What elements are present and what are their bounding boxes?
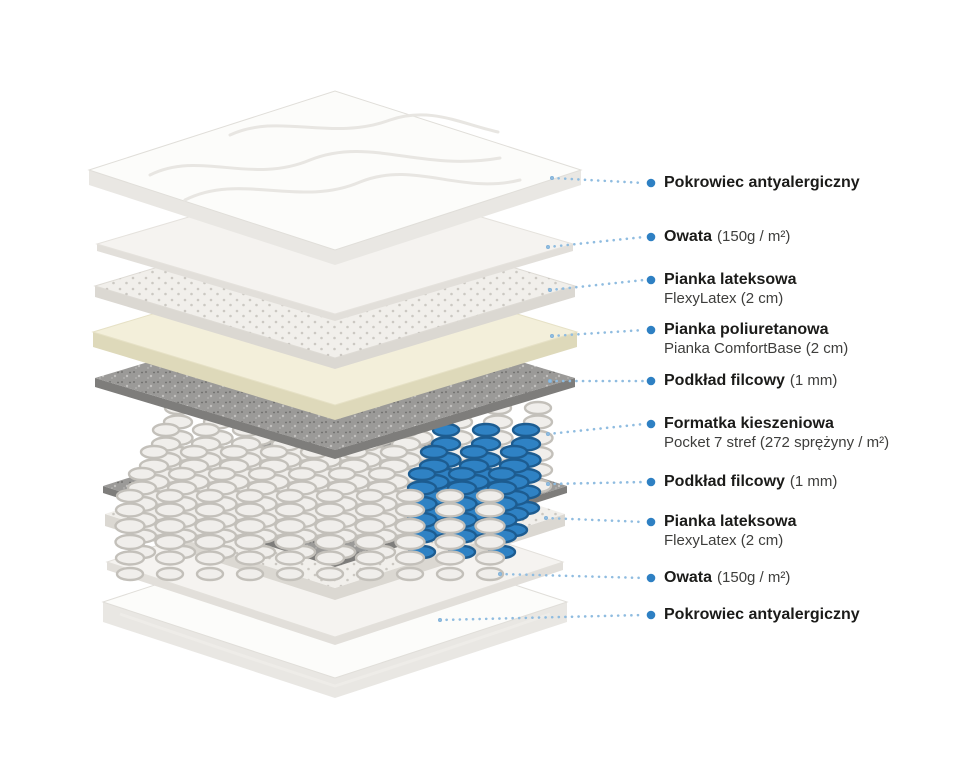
top-cover-layer: [87, 90, 583, 265]
leader-lines: [438, 176, 656, 622]
